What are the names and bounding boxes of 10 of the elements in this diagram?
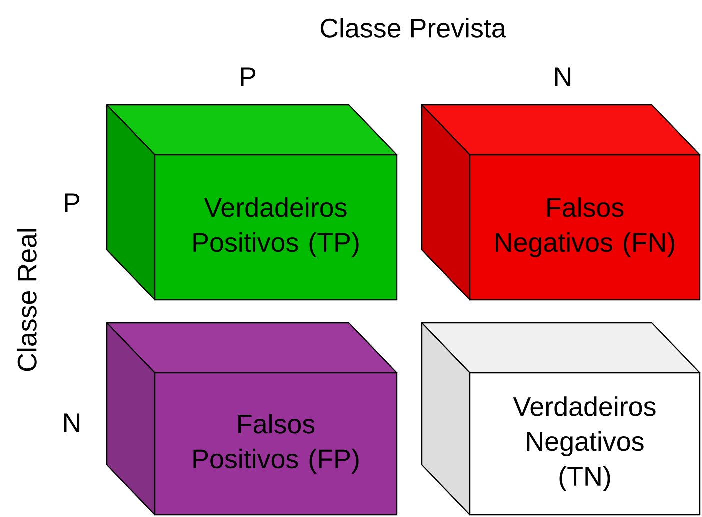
class-label: P	[241, 68, 256, 86]
axis-title: Classe Real	[17, 229, 37, 372]
cuboid: Verdadeiros Positivos (TP)	[106, 104, 398, 301]
axis-title: Classe Prevista	[320, 18, 506, 38]
cuboid: Falsos Positivos (FP)	[106, 322, 398, 516]
class-label: P	[65, 194, 80, 212]
class-label: N	[64, 414, 80, 432]
cuboid: Verdadeiros Negativos (TN)	[421, 322, 701, 516]
cuboid: Falsos Negativos (FN)	[421, 104, 701, 301]
class-label: N	[556, 68, 571, 86]
